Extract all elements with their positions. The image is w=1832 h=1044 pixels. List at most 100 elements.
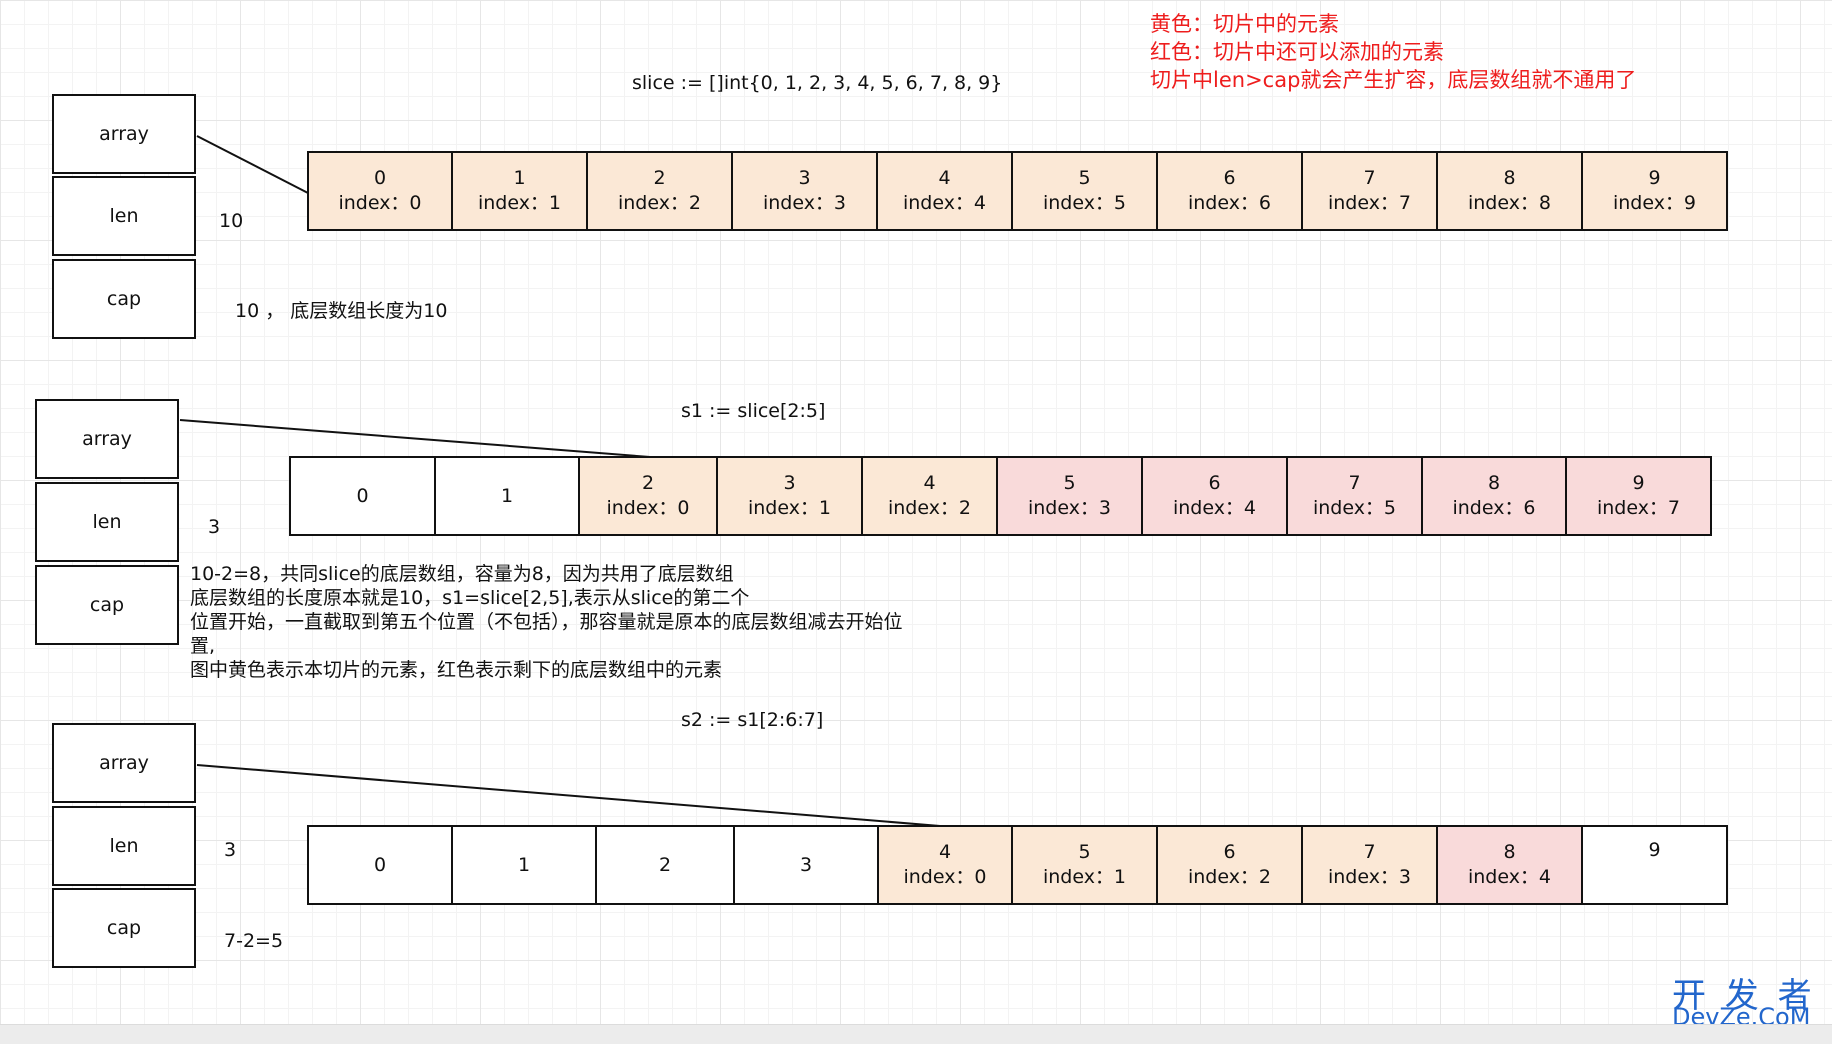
cell-index: index：7 <box>1596 497 1681 519</box>
cell-value: 1 <box>513 167 526 189</box>
cell-value: 5 <box>1063 472 1076 494</box>
d3-cap-header: cap <box>52 888 196 968</box>
array-cell: 2 <box>595 825 735 905</box>
d1-cap-header: cap <box>52 259 196 339</box>
cell-value: 7 <box>1363 841 1376 863</box>
cell-value: 1 <box>500 484 514 507</box>
cell-index: index：2 <box>887 497 972 519</box>
cell-index: index：9 <box>1612 192 1697 214</box>
d3-len-header: len <box>52 806 196 886</box>
cell-value: 9 <box>1648 839 1661 861</box>
cell-value: 0 <box>373 853 387 876</box>
cell-value: 4 <box>938 841 952 863</box>
cell-index: index：0 <box>338 192 422 214</box>
cell-value: 0 <box>373 167 387 189</box>
d2-array-header: array <box>35 399 179 479</box>
d3-len-value: 3 <box>224 839 237 861</box>
d1-len-value: 10 <box>219 210 244 232</box>
d2-len-value: 3 <box>208 516 221 538</box>
array-pointer-line-2 <box>179 419 651 458</box>
cell-value: 1 <box>517 853 531 876</box>
array-cell: 5 index：1 <box>1011 825 1158 905</box>
cell-value: 7 <box>1348 472 1361 494</box>
array-cell: 8 index：8 <box>1436 151 1583 231</box>
array-cell: 3 index：1 <box>716 456 863 536</box>
cell-index: index：2 <box>617 192 702 214</box>
array-cell: 5 index：5 <box>1011 151 1158 231</box>
cell-value: 3 <box>783 472 796 494</box>
cell-index: index：6 <box>1452 497 1536 519</box>
cell-index: index：1 <box>1042 866 1127 888</box>
cell-value: 3 <box>799 853 813 876</box>
cell-index: index：5 <box>1042 192 1127 214</box>
cell-index: index：6 <box>1187 192 1272 214</box>
cell-index: index：4 <box>1467 866 1552 888</box>
array-cell: 7 index：7 <box>1301 151 1438 231</box>
diagram3-title: s2 := s1[2:6:7] <box>681 709 824 731</box>
cell-index: index：0 <box>606 497 690 519</box>
watermark-title: 开 发 者 <box>1672 976 1816 1016</box>
array-cell: 4 index：0 <box>877 825 1013 905</box>
array-cell: 8 index：6 <box>1421 456 1567 536</box>
cell-value: 7 <box>1363 167 1376 189</box>
array-cell: 2 index：2 <box>586 151 733 231</box>
array-cell: 3 <box>733 825 879 905</box>
d1-len-header: len <box>52 176 196 256</box>
d2-cap-header: cap <box>35 565 179 645</box>
array-cell: 7 index：5 <box>1286 456 1423 536</box>
cell-value: 9 <box>1648 167 1661 189</box>
d2-note-line: 底层数组的长度原本就是10，s1=slice[2,5],表示从slice的第二个 <box>190 587 750 609</box>
array-cell: 4 index：4 <box>876 151 1013 231</box>
cell-value: 5 <box>1078 841 1091 863</box>
array-cell: 0 <box>289 456 436 536</box>
array-cell: 1 <box>434 456 580 536</box>
cell-index: index：1 <box>477 192 562 214</box>
array-pointer-line-3 <box>196 764 941 827</box>
d3-array-header: array <box>52 723 196 803</box>
d1-array-header: array <box>52 94 196 174</box>
cell-value: 6 <box>1223 841 1236 863</box>
cell-value: 4 <box>938 167 951 189</box>
cell-value: 9 <box>1632 472 1645 494</box>
cell-value: 6 <box>1208 472 1221 494</box>
cell-index: index：3 <box>1327 866 1412 888</box>
cell-index: index：4 <box>1172 497 1257 519</box>
array-cell: 0 <box>307 825 453 905</box>
cell-value: 8 <box>1503 167 1516 189</box>
bottom-scrollbar[interactable] <box>0 1024 1832 1044</box>
d2-explanation: 10-2=8，共同slice的底层数组，容量为8，因为共用了底层数组 底层数组的… <box>190 562 903 682</box>
cell-value: 5 <box>1078 167 1091 189</box>
legend-line-expansion: 切片中len>cap就会产生扩容，底层数组就不通用了 <box>1150 68 1637 92</box>
cell-index: index：5 <box>1312 497 1397 519</box>
d2-note-line: 置, <box>190 635 216 657</box>
cell-index: index：1 <box>747 497 832 519</box>
cell-value: 2 <box>658 853 672 876</box>
d2-note-line: 位置开始，一直截取到第五个位置（不包括），那容量就是原本的底层数组减去开始位 <box>190 611 903 633</box>
array-cell: 0 index：0 <box>307 151 453 231</box>
d2-note-line: 10-2=8，共同slice的底层数组，容量为8，因为共用了底层数组 <box>190 563 734 585</box>
array-cell: 9 <box>1581 825 1728 905</box>
d2-len-header: len <box>35 482 179 562</box>
array-cell: 1 <box>451 825 597 905</box>
array-pointer-line-1 <box>196 135 309 194</box>
cell-index: index：0 <box>903 866 987 888</box>
cell-index: index：7 <box>1327 192 1412 214</box>
legend-line-yellow: 黄色：切片中的元素 <box>1150 12 1339 36</box>
diagram2-title: s1 := slice[2:5] <box>681 400 826 422</box>
cell-value: 8 <box>1487 472 1501 494</box>
cell-index: index：3 <box>762 192 847 214</box>
cell-value: 2 <box>653 167 666 189</box>
array-cell: 9 index：9 <box>1581 151 1728 231</box>
cell-index: index：8 <box>1467 192 1552 214</box>
array-cell: 1 index：1 <box>451 151 588 231</box>
cell-index: index：4 <box>902 192 987 214</box>
d3-cap-value: 7-2=5 <box>224 930 284 952</box>
array-cell: 9 index：7 <box>1565 456 1712 536</box>
legend: 黄色：切片中的元素 红色：切片中还可以添加的元素 切片中len>cap就会产生扩… <box>1150 10 1636 94</box>
d1-cap-note: 10 ， 底层数组长度为10 <box>235 300 448 322</box>
